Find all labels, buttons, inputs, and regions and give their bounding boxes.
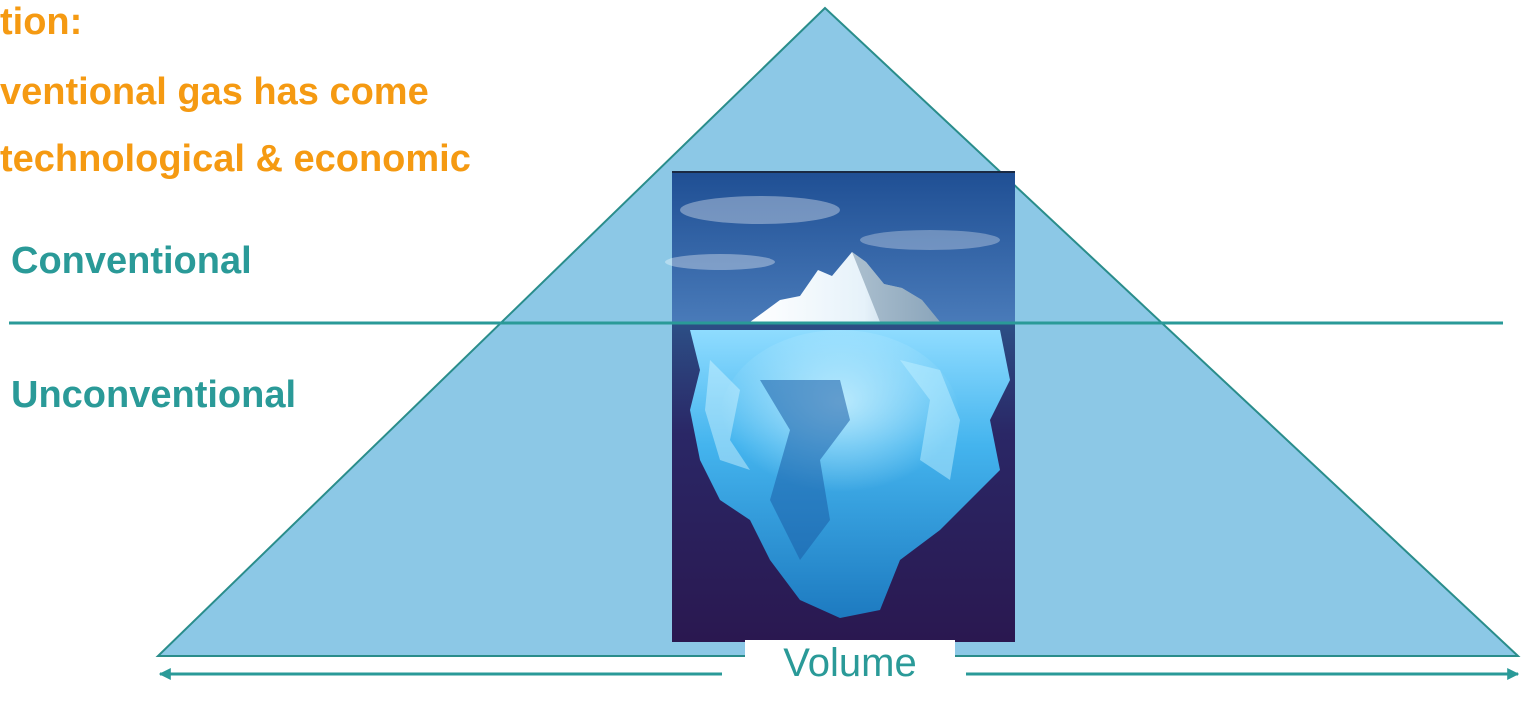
heading-line-3: technological & economic [0,138,471,180]
heading-line-2: ventional gas has come [0,71,429,113]
volume-axis-label: Volume [745,640,955,686]
unconventional-label: Unconventional [11,374,297,416]
conventional-label: Conventional [11,240,252,282]
heading-line-1: tion: [0,1,83,43]
iceberg-image [665,171,1015,642]
